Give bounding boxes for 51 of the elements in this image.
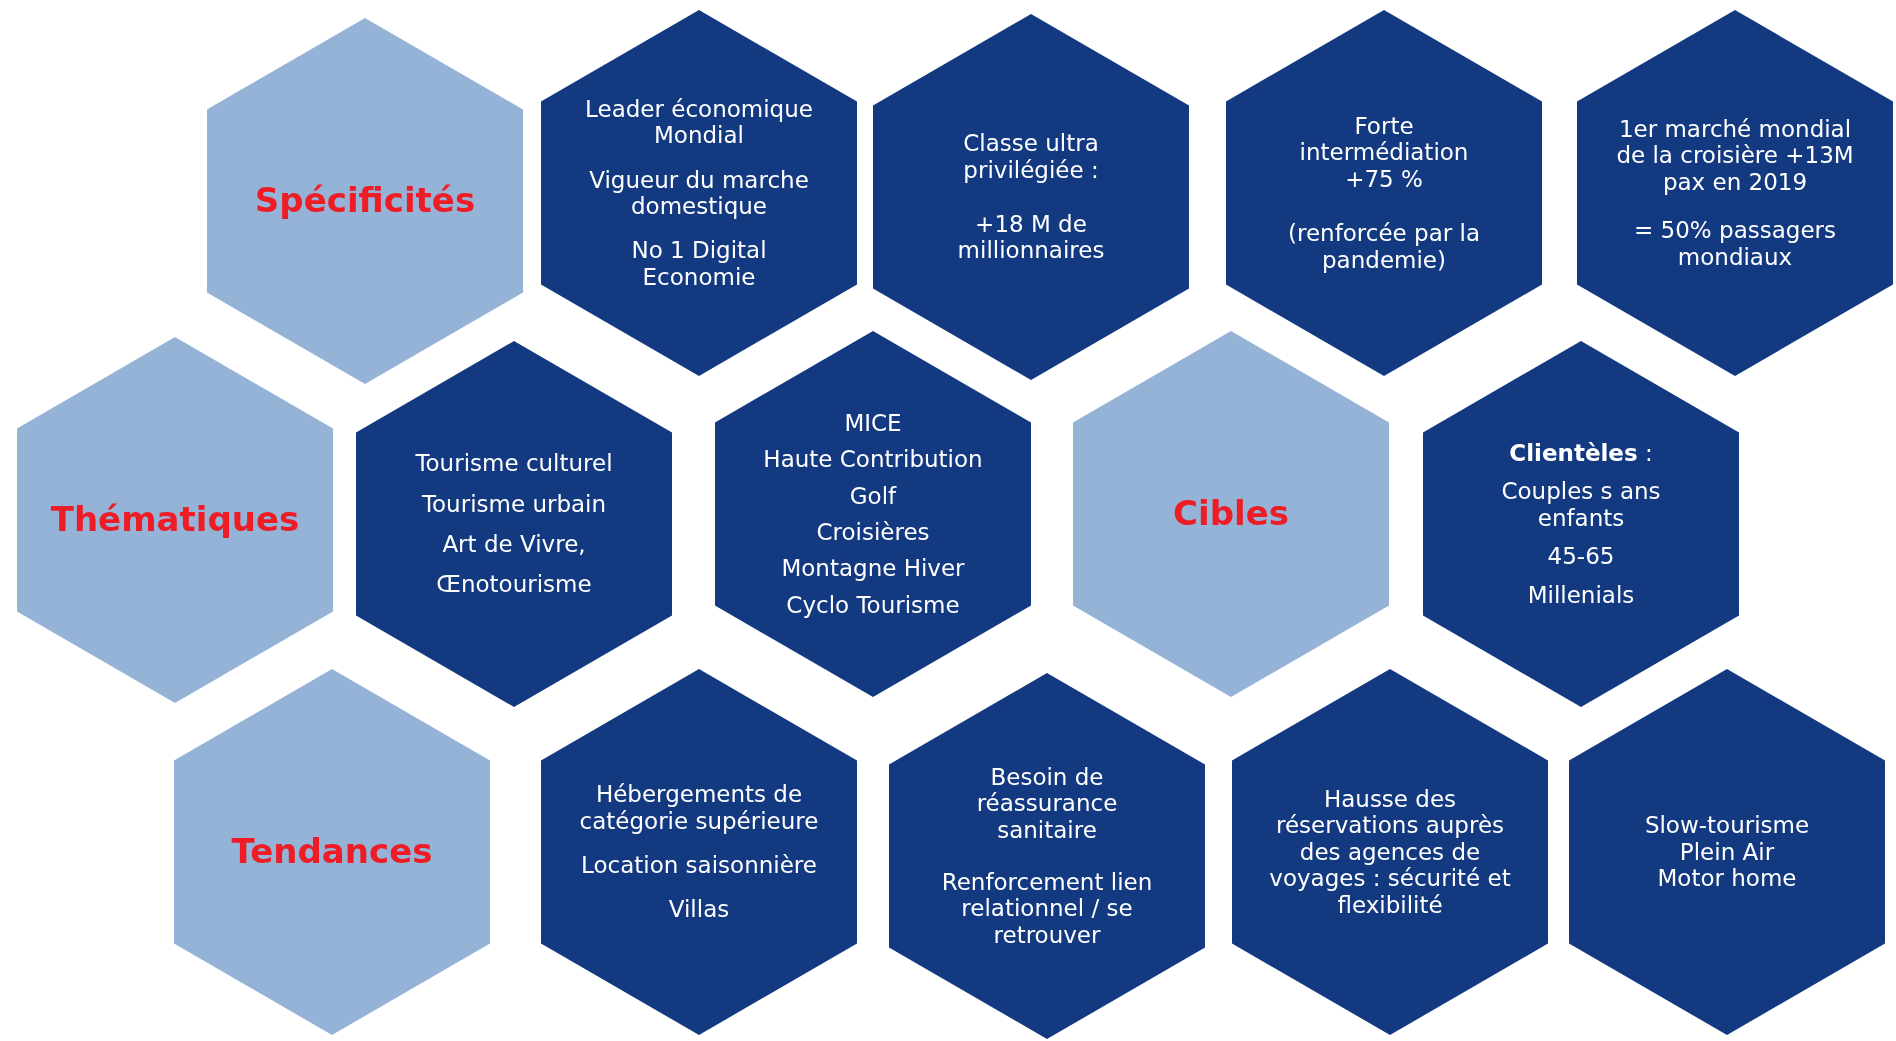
category-heading: Tendances [231,832,433,872]
info-hexagon [541,10,857,376]
info-text: Hébergements de catégorie supérieure [578,781,820,834]
info-text: Forte intermédiation +75 % [1298,112,1470,193]
info-text: 1er marché mondial de la croisière +13M pax en 2019 [1615,115,1855,196]
info-text: Cyclo Tourisme [786,591,960,619]
info-hexagon [1232,669,1548,1035]
heading-hexagon [17,337,333,703]
info-text: Tourisme culturel [415,450,613,477]
info-text: Couples s ans enfants [1500,478,1662,532]
info-text: Slow-tourisme [1644,812,1810,839]
category-heading: Thématiques [50,500,300,540]
info-text: Classe ultra privilégiée : [962,130,1100,183]
info-text: Hausse des réservations auprès des agences de voyages : sécurité et flexibilité [1268,785,1512,919]
category-heading: Cibles [1173,494,1289,534]
info-hexagon [356,341,672,707]
info-hexagon [1226,10,1542,376]
info-text: Croisières [816,519,930,546]
info-text: Clientèles : [1509,439,1653,467]
info-text: Montagne Hiver [781,555,965,582]
info-text: Renforcement lien relationnel / se retrouver [940,869,1154,949]
info-text: = 50% passagers mondiaux [1633,217,1837,271]
info-text: +18 M de millionnaires [956,211,1106,264]
info-hexagon [1569,669,1885,1035]
info-hexagon [1577,10,1893,376]
info-text: MICE [844,409,902,437]
info-text: Vigueur du marche domestique [588,166,810,220]
info-text: (renforcée par la pandemie) [1287,220,1481,274]
info-text: Plein Air [1679,838,1775,866]
info-text: Motor home [1657,865,1797,892]
info-text: Golf [849,482,897,509]
info-text: 45-65 [1547,543,1615,570]
category-heading: Spécificités [254,181,476,221]
info-text: Œnotourisme [436,571,592,598]
info-text: Millenials [1527,581,1635,609]
info-hexagon [1423,341,1739,707]
info-hexagon [889,673,1205,1039]
info-hexagon [715,331,1031,697]
heading-hexagon [207,18,523,384]
info-text: Leader économique Mondial [584,95,814,149]
info-text: No 1 Digital Economie [630,237,768,291]
info-text: Tourisme urbain [421,490,607,517]
info-text: Besoin de réassurance sanitaire [975,763,1119,843]
info-hexagon [541,669,857,1035]
info-hexagon [873,14,1189,380]
info-text: Art de Vivre, [442,531,586,558]
heading-hexagon [174,669,490,1035]
info-text: Villas [668,896,730,923]
heading-hexagon [1073,331,1389,697]
info-text: Location saisonnière [581,852,817,879]
info-text: Haute Contribution [763,446,983,473]
